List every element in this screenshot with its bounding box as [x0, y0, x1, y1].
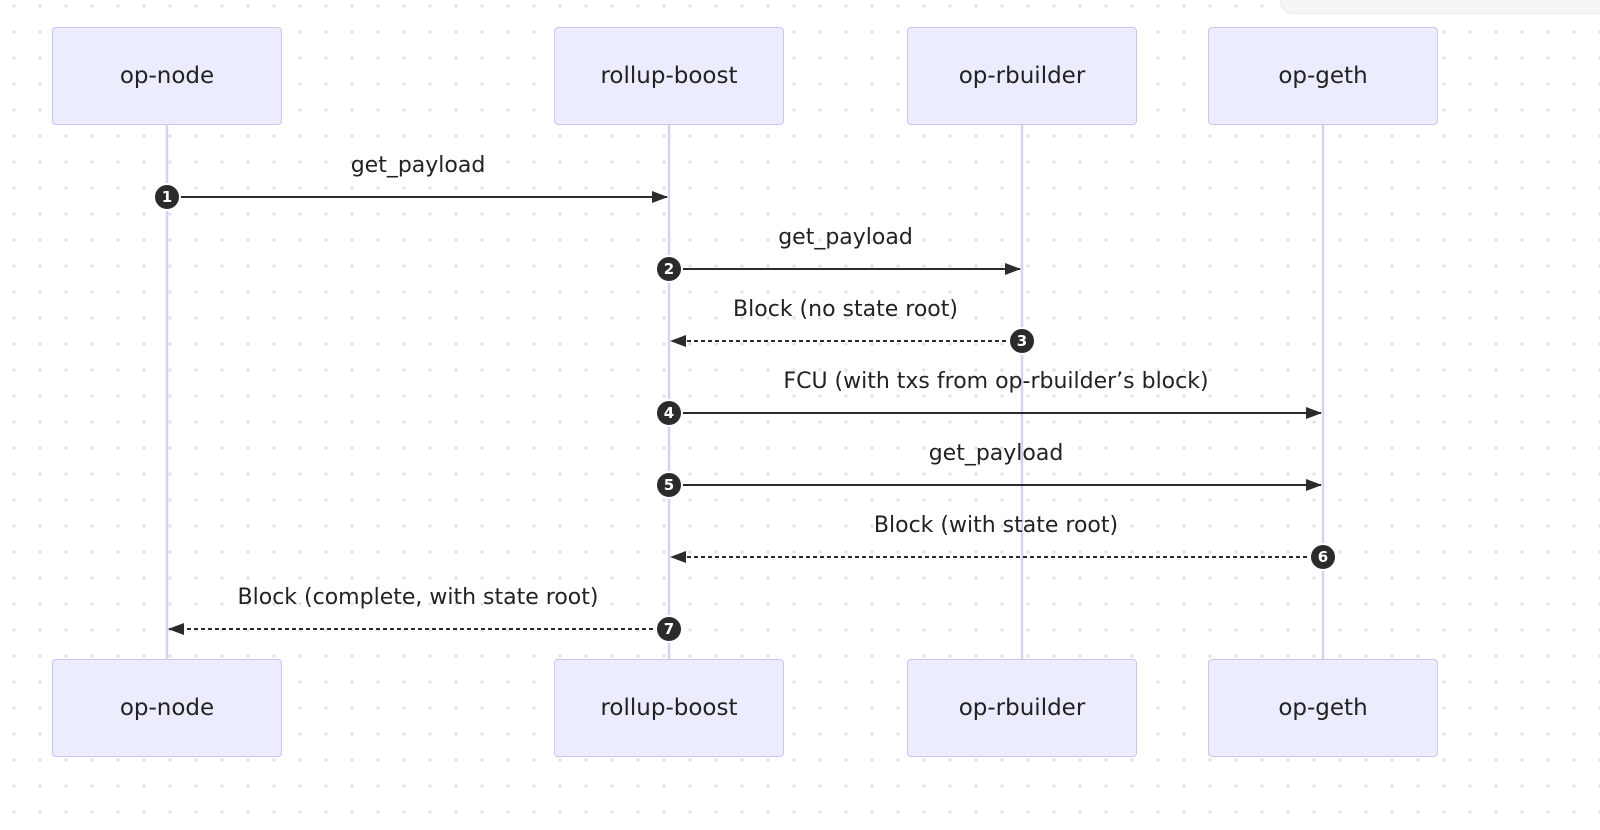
panel-corner — [1280, 0, 1600, 14]
message-label-5: get_payload — [928, 441, 1064, 466]
sequence-number-badge-4: 4 — [655, 399, 683, 427]
actor-op-rbuilder-top: op-rbuilder — [907, 27, 1137, 125]
sequence-number-badge-5: 5 — [655, 471, 683, 499]
actor-op-geth-bottom: op-geth — [1208, 659, 1438, 757]
actor-op-rbuilder-bottom: op-rbuilder — [907, 659, 1137, 757]
message-label-1: get_payload — [350, 153, 486, 178]
sequence-number-badge-3: 3 — [1008, 327, 1036, 355]
message-label-3: Block (no state root) — [733, 297, 958, 322]
message-label-7: Block (complete, with state root) — [237, 585, 599, 610]
actor-op-node-bottom: op-node — [52, 659, 282, 757]
actor-rollup-boost-bottom: rollup-boost — [554, 659, 784, 757]
sequence-number-badge-7: 7 — [655, 615, 683, 643]
message-label-6: Block (with state root) — [873, 513, 1119, 538]
sequence-number-badge-1: 1 — [153, 183, 181, 211]
actor-rollup-boost-top: rollup-boost — [554, 27, 784, 125]
message-label-2: get_payload — [778, 225, 913, 250]
actor-op-node-top: op-node — [52, 27, 282, 125]
sequence-number-badge-6: 6 — [1309, 543, 1337, 571]
actor-op-geth-top: op-geth — [1208, 27, 1438, 125]
message-label-4: FCU (with txs from op-rbuilder’s block) — [783, 369, 1209, 394]
sequence-number-badge-2: 2 — [655, 255, 683, 283]
